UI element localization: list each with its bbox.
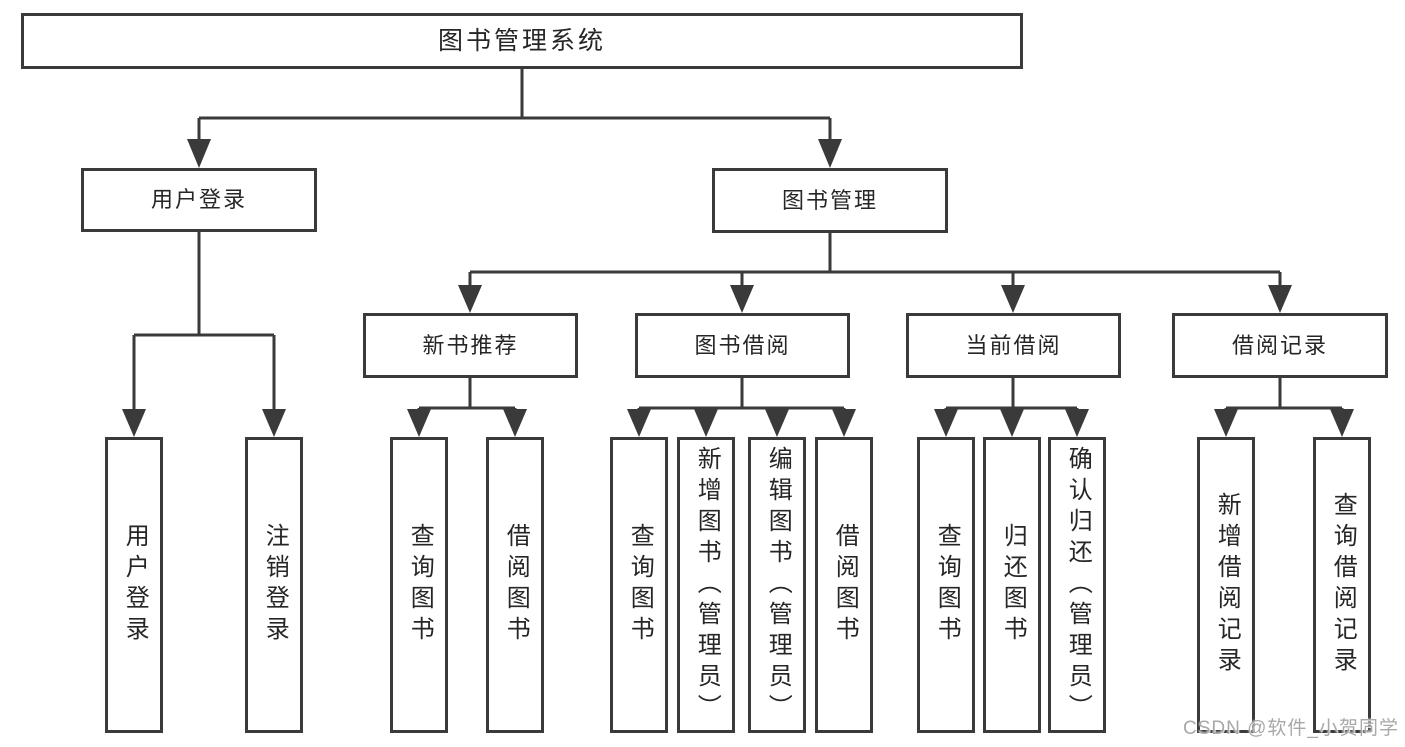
node-book-management: 图书管理 [712,168,948,233]
leaf-records-query-record: 查询借阅记录 [1313,437,1371,733]
tree-line [1224,378,1344,412]
node-label: 图书管理 [781,187,878,213]
connector-user-login-children [122,232,286,437]
leaf-borrow-query-books: 查询图书 [610,437,668,733]
arrowhead-icon [765,409,789,437]
node-borrow-records: 借阅记录 [1172,313,1388,378]
arrowhead-icon [262,409,286,437]
node-book-borrow: 图书借阅 [635,313,850,378]
node-current-borrow: 当前借阅 [906,313,1121,378]
arrowhead-icon [187,139,211,168]
tree-line [132,232,276,410]
connector-root-to-level2 [187,69,842,168]
tree-line [197,69,832,140]
node-label: 图书借阅 [694,332,791,358]
leaf-records-add-record: 新增借阅记录 [1197,437,1255,733]
tree-line [944,378,1079,412]
arrowhead-icon [407,409,431,437]
node-label: 新书推荐 [422,332,519,358]
tree-line [417,378,517,412]
tree-line [468,233,1282,286]
connector-book-borrow-children [627,378,856,437]
leaf-label: 注销登录 [261,523,289,647]
leaf-logout: 注销登录 [245,437,303,733]
node-label: 借阅记录 [1231,332,1328,358]
arrowhead-icon [1000,409,1024,437]
leaf-current-confirm-return-admin: 确认归还（管理员） [1048,437,1106,733]
arrowhead-icon [1214,409,1238,437]
arrowhead-icon [1065,409,1089,437]
arrowhead-icon [627,409,651,437]
watermark-text: CSDN @软件_小贺同学 [1183,718,1399,739]
leaf-borrow-edit-books-admin: 编辑图书（管理员） [748,437,806,733]
arrowhead-icon [122,409,146,437]
leaf-label: 查询图书 [933,523,961,647]
leaf-label: 确认归还（管理员） [1064,445,1092,725]
arrowhead-icon [503,409,527,437]
leaf-current-query-books: 查询图书 [917,437,975,733]
arrowhead-icon [694,409,718,437]
leaf-label: 查询借阅记录 [1329,492,1357,678]
arrowhead-icon [1330,409,1354,437]
leaf-label: 借阅图书 [831,523,859,647]
leaf-current-return-books: 归还图书 [983,437,1041,733]
leaf-borrow-add-books-admin: 新增图书（管理员） [677,437,735,733]
connector-new-book-children [407,378,527,437]
arrowhead-icon [458,285,482,313]
leaf-label: 编辑图书（管理员） [764,445,792,725]
leaf-label: 用户登录 [121,523,149,647]
node-label: 当前借阅 [965,332,1062,358]
leaf-label: 查询图书 [406,523,434,647]
arrowhead-icon [730,285,754,313]
connector-current-borrow-children [934,378,1089,437]
tree-line [637,378,846,412]
node-label: 图书管理系统 [437,26,606,55]
leaf-newbook-query-books: 查询图书 [390,437,448,733]
node-new-book-recommend: 新书推荐 [363,313,578,378]
leaf-label: 归还图书 [999,523,1027,647]
node-user-login: 用户登录 [81,168,317,232]
arrowhead-icon [832,409,856,437]
leaf-label: 查询图书 [626,523,654,647]
node-label: 用户登录 [150,187,247,212]
leaf-user-login: 用户登录 [105,437,163,733]
arrowhead-icon [934,409,958,437]
connector-borrow-records-children [1214,378,1354,437]
leaf-newbook-borrow-books: 借阅图书 [486,437,544,733]
leaf-label: 新增图书（管理员） [693,445,721,725]
node-library-management-system: 图书管理系统 [21,13,1023,69]
leaf-label: 借阅图书 [502,523,530,647]
arrowhead-icon [1268,285,1292,313]
connector-book-management-children [458,233,1292,313]
leaf-label: 新增借阅记录 [1213,492,1241,678]
arrowhead-icon [818,139,842,168]
arrowhead-icon [1001,285,1025,313]
leaf-borrow-borrow-books: 借阅图书 [815,437,873,733]
